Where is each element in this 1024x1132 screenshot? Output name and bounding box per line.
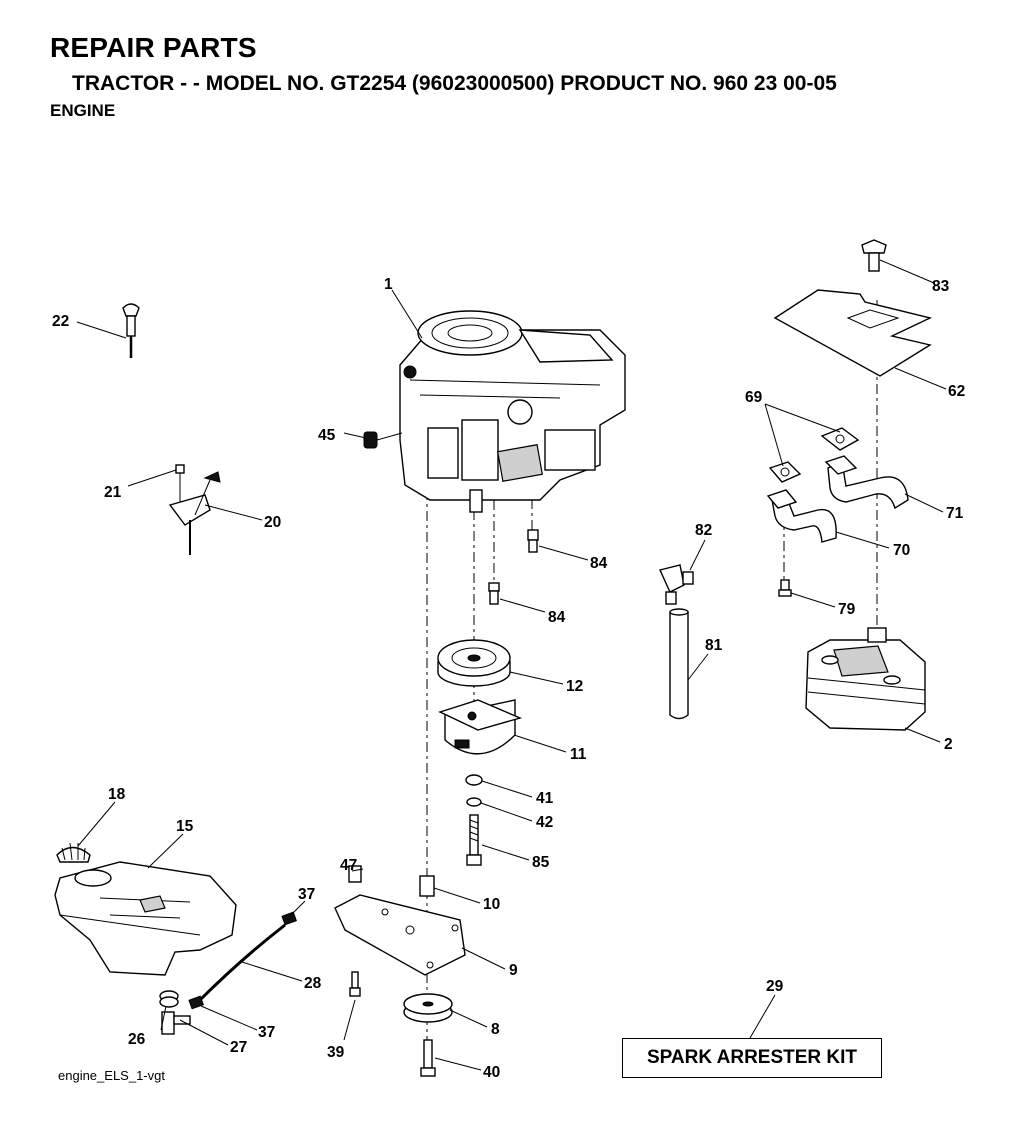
callout-70: 70 (893, 542, 910, 559)
callout-8: 8 (491, 1021, 500, 1038)
spark-arrester-kit-label: SPARK ARRESTER KIT (646, 1047, 858, 1068)
callout-39: 39 (327, 1044, 345, 1061)
model-subtitle: TRACTOR - - MODEL NO. GT2254 (9602300050… (72, 72, 837, 95)
part-42-washer (466, 797, 482, 807)
page-title: REPAIR PARTS (50, 32, 257, 63)
part-2-muffler (805, 627, 926, 731)
callout-11: 11 (570, 746, 587, 763)
part-40-bolt (420, 1039, 436, 1077)
bolt-84-lower (488, 582, 500, 605)
callout-62: 62 (948, 383, 965, 400)
callout-37-upper: 37 (298, 886, 315, 903)
part-9-plate (334, 894, 466, 976)
part-26-grommet (159, 990, 179, 1008)
engine (399, 310, 626, 513)
part-79-bolt (778, 579, 792, 597)
part-69-gasket-b (768, 461, 802, 483)
part-41-washer (465, 774, 483, 786)
part-12-pulley (437, 639, 511, 687)
callout-79: 79 (838, 601, 856, 618)
callout-labels: 1 22 21 20 45 84 84 12 11 41 42 85 47 10… (52, 276, 965, 1081)
part-81-tube (669, 608, 689, 720)
callout-71: 71 (946, 505, 964, 522)
callout-69: 69 (745, 389, 763, 406)
bolt-84-upper (527, 529, 539, 553)
part-71-exhaust-pipe (824, 455, 909, 510)
callout-84-lower: 84 (548, 609, 566, 626)
part-8-idler-pulley (403, 993, 453, 1023)
part-37-clamp-lower (188, 995, 204, 1010)
callout-29: 29 (766, 978, 784, 995)
callout-21: 21 (104, 484, 122, 501)
callout-37-lower: 37 (258, 1024, 275, 1041)
part-28-fuel-line (198, 923, 286, 1002)
callout-28: 28 (304, 975, 322, 992)
callout-20: 20 (264, 514, 281, 531)
callout-81: 81 (705, 637, 723, 654)
callout-12: 12 (566, 678, 583, 695)
part-70-exhaust-pipe (766, 489, 837, 543)
spark-arrester-kit-box: SPARK ARRESTER KIT (622, 1038, 882, 1078)
part-18-fuel-cap (56, 842, 91, 863)
part-69-gasket-a (820, 427, 860, 451)
callout-26: 26 (128, 1031, 146, 1048)
callout-85: 85 (532, 854, 550, 871)
part-22-pin (122, 303, 140, 358)
callout-1: 1 (384, 276, 393, 293)
callout-10: 10 (483, 896, 500, 913)
callout-40: 40 (483, 1064, 500, 1081)
part-62-heat-shield (773, 289, 933, 377)
callout-41: 41 (536, 790, 554, 807)
part-39-bolt (349, 971, 361, 997)
callout-45: 45 (318, 427, 336, 444)
part-15-fuel-tank (54, 861, 237, 976)
leader-lines (76, 259, 947, 1071)
part-83-bolt (861, 239, 887, 272)
section-title: ENGINE (50, 101, 116, 120)
callout-47: 47 (340, 857, 357, 874)
callout-84-upper: 84 (590, 555, 608, 572)
part-45-knob (363, 431, 403, 449)
callout-22: 22 (52, 313, 69, 330)
part-11-clutch (438, 699, 523, 755)
callout-9: 9 (509, 962, 518, 979)
part-10-spacer (419, 875, 435, 897)
callout-27: 27 (230, 1039, 247, 1056)
callout-82: 82 (695, 522, 712, 539)
file-reference: engine_ELS_1-vgt (58, 1068, 165, 1083)
callout-83: 83 (932, 278, 950, 295)
part-82-elbow (659, 564, 694, 605)
callout-15: 15 (176, 818, 194, 835)
part-20-throttle-bracket (168, 464, 221, 555)
part-37-clamp-upper (281, 911, 297, 926)
part-85-bolt (466, 814, 482, 866)
callout-18: 18 (108, 786, 126, 803)
callout-2: 2 (944, 736, 953, 753)
callout-42: 42 (536, 814, 553, 831)
